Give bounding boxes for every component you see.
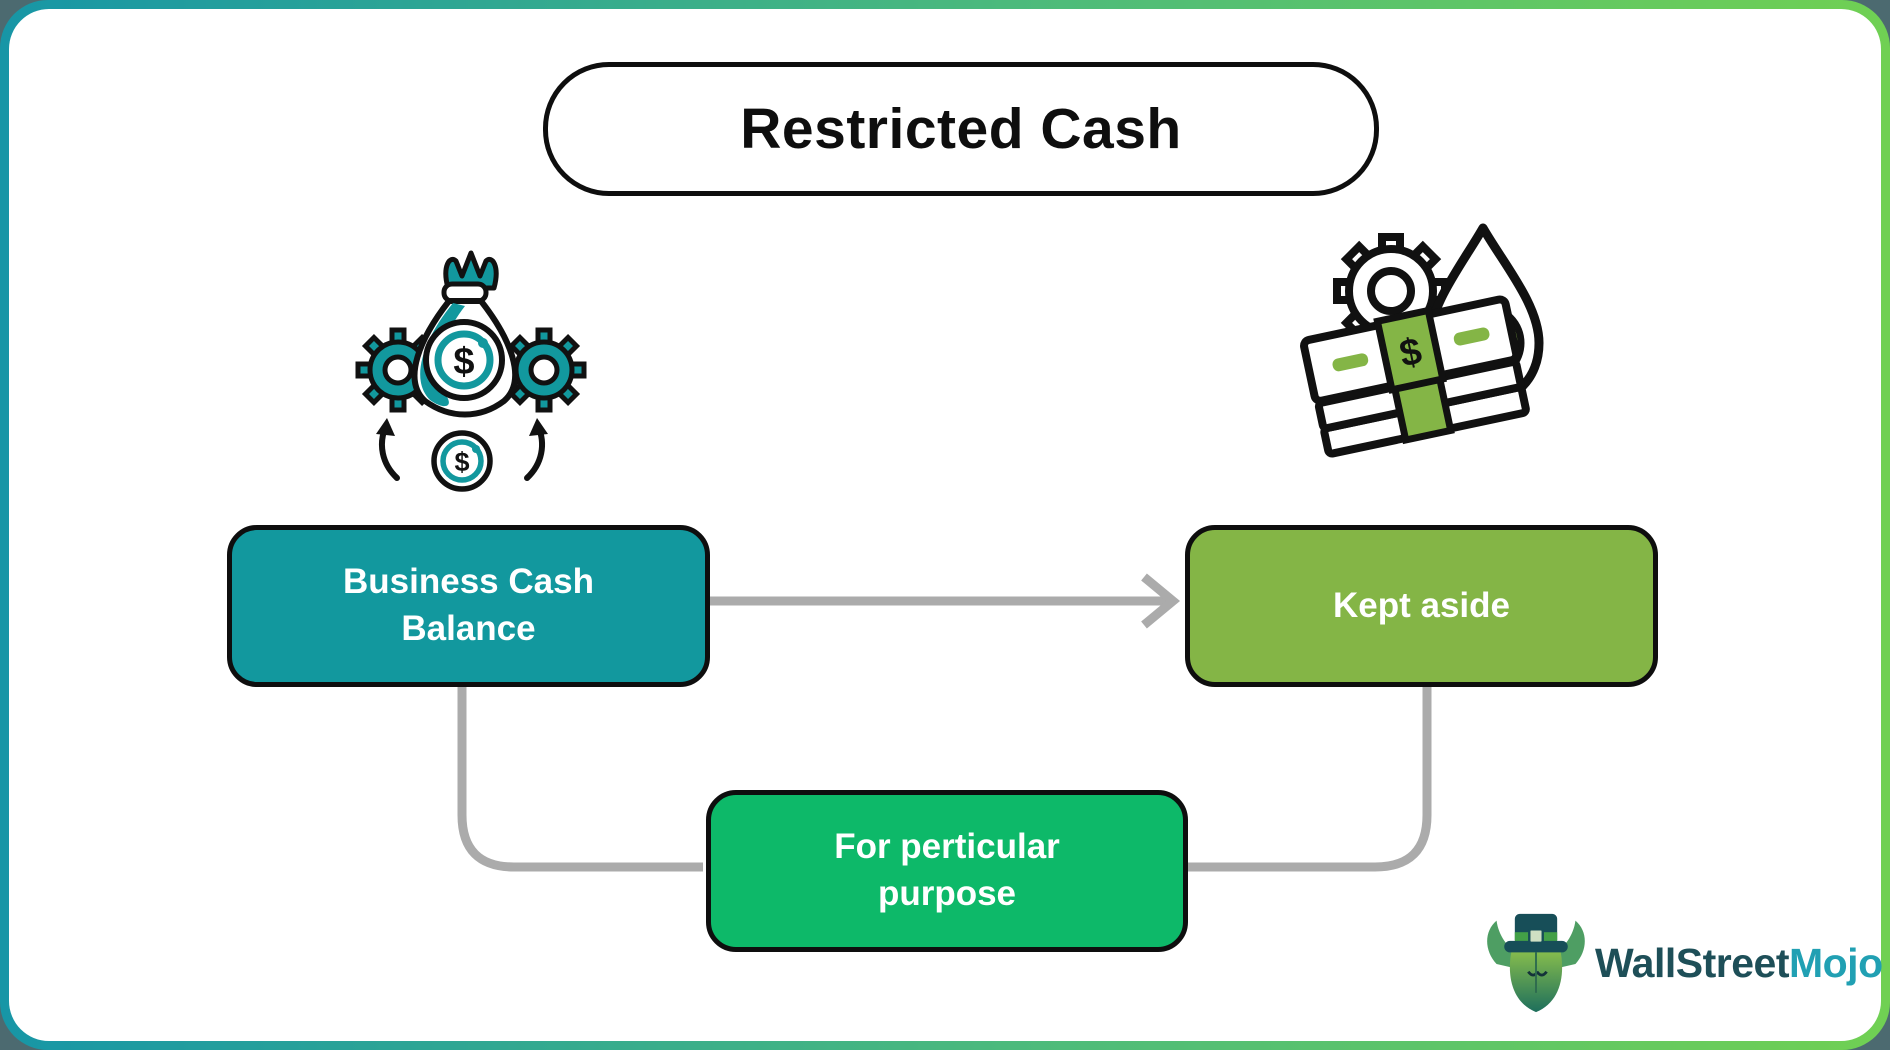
logo-mojo-text: Mojo bbox=[1788, 939, 1883, 986]
money-bag-with-gears-icon: $ $ bbox=[352, 248, 602, 498]
wallstreetmojo-logo: WallStreetMojo bbox=[1483, 912, 1883, 1014]
title-pill: Restricted Cash bbox=[543, 62, 1379, 196]
kept-aside-label: Kept aside bbox=[1333, 585, 1510, 625]
dollar-glyph: $ bbox=[454, 447, 469, 477]
coin-icon: $ bbox=[431, 430, 493, 492]
cash-stack-water-drop-icon: $ $ bbox=[1293, 203, 1571, 495]
kept-aside-box: Kept aside bbox=[1185, 525, 1658, 687]
dollar-glyph: $ bbox=[453, 341, 474, 383]
page-title: Restricted Cash bbox=[740, 97, 1182, 161]
business-cash-box: Business Cash Balance bbox=[227, 525, 710, 687]
cash-bundle-icon: $ bbox=[1300, 295, 1530, 458]
bull-icon bbox=[1487, 913, 1585, 1013]
gear-right-icon bbox=[501, 327, 587, 413]
purpose-box: For perticular purpose bbox=[706, 790, 1188, 952]
logo-wordmark: WallStreetMojo bbox=[1595, 940, 1883, 987]
purpose-label: For perticular purpose bbox=[834, 827, 1060, 913]
logo-wallstreet-text: WallStreet bbox=[1595, 939, 1789, 986]
business-cash-label: Business Cash Balance bbox=[343, 562, 594, 648]
money-bag-icon: $ bbox=[411, 250, 519, 418]
